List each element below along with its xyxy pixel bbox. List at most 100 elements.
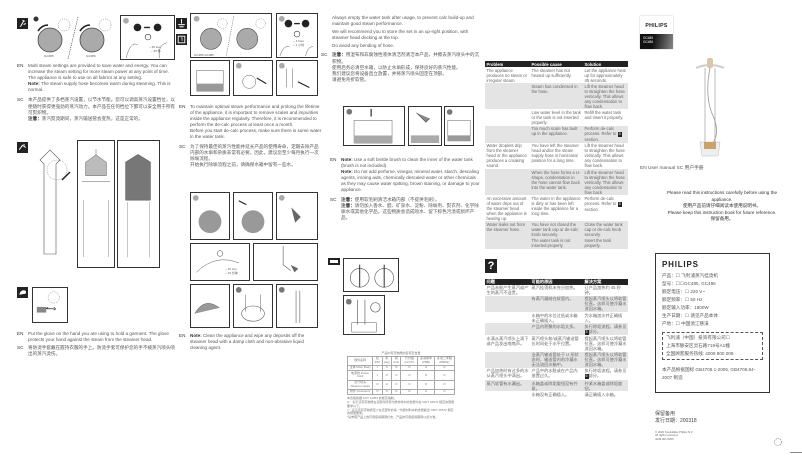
storage-icon [328, 258, 340, 265]
solution-cell: 拧紧水箱盖或除垢旋钮。 [583, 380, 628, 392]
issue-date: 发行日期：200318 [655, 418, 697, 424]
help-question-icon: ? [485, 258, 497, 273]
tank-cleaning-illustration-3 [444, 106, 474, 146]
solution-cell: Lift the steamer head to straighten the … [583, 143, 628, 169]
section-reference-badge: 5 [584, 374, 589, 380]
wait-label-sc: ~ 1 小时 [293, 43, 305, 47]
problem-cell [485, 237, 530, 249]
problem-cell [485, 351, 530, 368]
time-label-sc: ~ 25 秒 [151, 49, 161, 53]
hazard-cell: O [400, 370, 419, 381]
hazard-cell: 附件 Accessory [346, 388, 374, 396]
hazard-cell: O [433, 379, 456, 390]
problem-cell: 水滴从蒸汽喷头上滴下或产品发出咯咯声。 [486, 336, 529, 347]
solution-cell: Insert the tank properly. [583, 237, 628, 249]
user-manual-title: EN User manual SC 用户手册 [640, 166, 704, 171]
steaming-garment-illustration-3 [117, 140, 160, 268]
problem-cell: Water leaks out from the steamer hose. [485, 221, 530, 238]
table-row: Water leaks out from the steamer hose.Yo… [485, 221, 628, 238]
table-row: The appliance produces no steam or irreg… [485, 67, 628, 83]
decalc-instruction-sc: 为了保持最佳的蒸汽性能并延长产品的使用寿命，定期去除产品内部的水垢和杂质非常有必… [190, 143, 319, 161]
solution-text: Insert the tank properly. [584, 238, 612, 249]
problem-cell [485, 295, 530, 313]
hazard-table-title: 产品中有害物质的名称及含量 [381, 351, 421, 355]
lang-en: EN [330, 157, 337, 162]
solution-cell: Let the appliance heat up for approximat… [583, 67, 628, 83]
note-label: Note: [341, 157, 353, 162]
brand-logo: PHILIPS [640, 16, 673, 34]
store-upright-sc: 我们建议您将设备直立放置，并将蒸汽喷头固定在顶部。 [332, 70, 447, 76]
table-row: The water tank is not inserted properly.… [485, 237, 628, 249]
decalc-before-en: Before you start de-calc process, make s… [190, 128, 322, 140]
solution-cell: 执行除垢流程。请参见 5部分。 [583, 368, 628, 380]
cause-cell: 当蒸汽输送管处于 U 形状态时，输送管内的冷凝水无法流回水箱中。 [530, 351, 583, 368]
steam-setting-icon [17, 18, 28, 29]
storage-section: Always empty the water tank after usage,… [321, 15, 480, 85]
solution-text: 提起蒸汽喷头以将软管拉直。这样可使冷凝水流回水箱。 [584, 336, 627, 352]
step-time-label-sc: ~ 10 分钟 [225, 271, 238, 275]
divider [790, 452, 802, 453]
decalc-icon [176, 18, 187, 29]
table-row: An excessive amount of water drips out o… [485, 195, 628, 221]
lang-sc: SC [330, 196, 337, 202]
solution-cell: 提起蒸汽喷头以将软管拉直。这样可使冷凝水流回水箱。 [583, 295, 628, 313]
troubleshooting-table-sc: 问题可能的原因解决方案产品未能产生蒸汽或产生的蒸汽不连贯。蒸汽挂烫机未充分加热。… [485, 278, 628, 398]
table-row: Too much scale has built up in the appli… [485, 125, 628, 143]
decalc-section: EN To maintain optimal steam performance… [179, 104, 322, 170]
problem-cell [485, 125, 530, 143]
hazard-cell: O [417, 379, 435, 390]
wait-label: ~ 1 hour [293, 39, 305, 43]
hazard-cell: O [381, 370, 393, 381]
model-gc486: GC486 [643, 40, 654, 44]
solution-text: Lift the steamer head to straighten the … [584, 143, 625, 169]
steam-settings-sc: 本产品提供了多档蒸汽设置，以节水节能。您可以调高蒸汽设置档位，以便随时获得更强劲… [28, 97, 176, 115]
cleaning-note-sc: 用湿布和非腐蚀性液体清洁剂清洁本产品，并擦去蒸汽喷头中的沉积物。 [332, 52, 480, 64]
hazard-cell: 电源线 Power Cord [346, 370, 374, 381]
rights-reserved: All rights reserved. [655, 433, 679, 438]
solution-text-end: 部分。 [588, 328, 602, 334]
note-label-sc: 注意： [341, 196, 355, 202]
tank-cleaning-illustration-2 [408, 106, 442, 146]
cause-cell: 产品内积聚的水垢太多。 [530, 323, 583, 336]
lang-sc: SC [17, 97, 24, 103]
table-row: Water droplets drip from the steamer hea… [485, 143, 628, 169]
column-header: 可能的原因 [530, 278, 583, 285]
steam-settings-en: Multi steam settings are provided to sav… [28, 63, 169, 81]
table-row: 产品内积聚的水垢太多。执行除垢流程。请参见 5部分。 [485, 323, 628, 336]
solution-text: Perform de-calc process. Refer to [584, 195, 617, 206]
empty-tank-en: Always empty the water tank after usage,… [332, 15, 474, 27]
company-info-box: 飞利浦（中国）投资有限公司☐上海市静安区灵石路718号A1幢全国顾客服务热线: … [662, 332, 763, 360]
glove-illustration [32, 287, 68, 323]
hazard-cell: O [390, 370, 402, 381]
decalc-pour-illustration [253, 243, 318, 281]
tank-cleaning-illustration-1 [343, 106, 405, 146]
table-row: When the hose forms a U-shape, condensat… [485, 168, 628, 196]
glove-instruction-en: Put the glove on the hand you are using … [28, 331, 169, 343]
solution-text-end: section. [584, 137, 599, 143]
problem-cell [485, 312, 530, 323]
table-row: 水滴从蒸汽喷头上滴下或产品发出咯咯声。蒸汽喷头和/或蒸汽输送管长时间处于水平位置… [485, 335, 628, 351]
decalc-instruction-en: To maintain optimal steam performance an… [190, 104, 320, 128]
model-gc485: GC485 [643, 36, 654, 40]
decalc-before-sc: 开始执行除垢流程之前，请确保水箱中留有一些水。 [190, 161, 296, 167]
lang-en: EN [17, 331, 24, 336]
avoid-bending-en: Do avoid any bending of hose. [332, 43, 395, 49]
hose-storage-illustration-1 [343, 258, 399, 292]
hazard-cell: O [372, 379, 383, 390]
solution-cell: Perform de-calc process. Refer to 5 sect… [583, 195, 628, 221]
table-row: 水箱没有正确插入。请正确插入水箱。 [485, 391, 628, 397]
cause-cell: Too much scale has built up in the appli… [530, 125, 583, 143]
dial-label-gc485: GC485 [44, 54, 54, 58]
cause-cell: 水箱中的水位过低或水箱未正确插入。 [531, 312, 578, 323]
problem-cell: 产品加热时有过多的水从蒸汽喷头中滴出。 [486, 368, 529, 379]
problem-cell [485, 168, 530, 196]
tank-note-section: EN Note: Use a soft bristle brush to cle… [330, 157, 480, 223]
solution-text: 执行除垢流程。请参见 [584, 323, 627, 329]
dial-label-gc486: GC486 [86, 54, 96, 58]
cause-cell: 产品中的水脏或在产品内放置过久。 [531, 368, 578, 379]
table-row: 蒸汽软管有水漏出。水箱盖或除垢旋钮没有拧紧。拧紧水箱盖或除垢旋钮。 [485, 380, 628, 392]
steam-settings-section: EN Multi steam settings are provided to … [17, 63, 178, 124]
